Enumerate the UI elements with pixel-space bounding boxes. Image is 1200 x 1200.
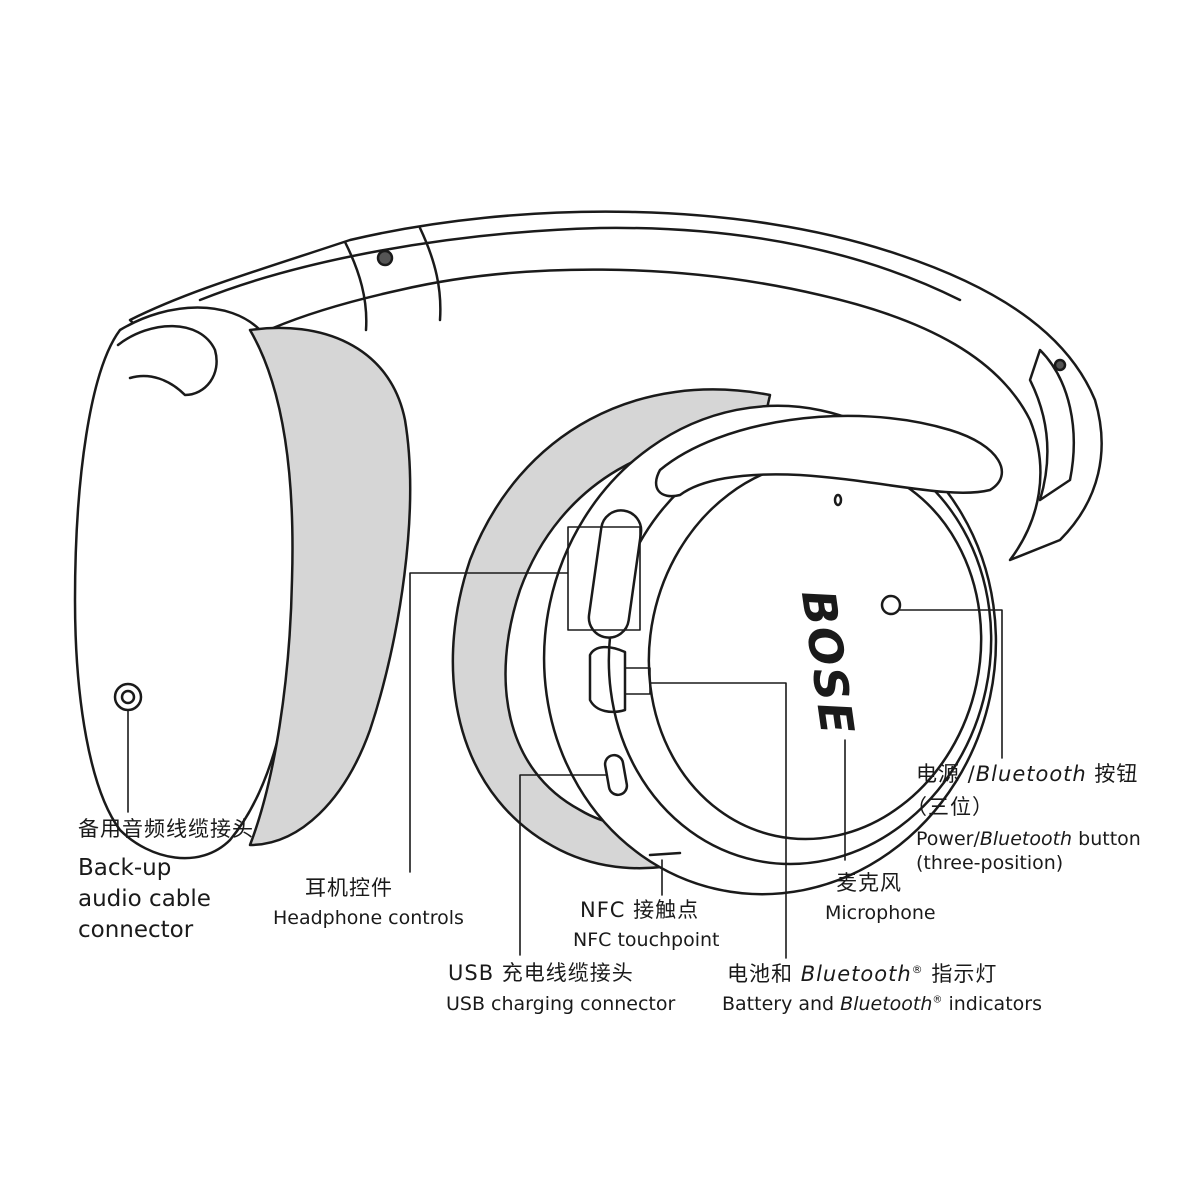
label-headphone-controls-zh: 耳机控件 [305, 876, 393, 900]
label-power-bt-en: Power/Bluetooth button [916, 828, 1141, 851]
label-power-bt-zh-pre: 电源 / [916, 762, 976, 786]
microphone-hole [833, 493, 843, 507]
leader-headphone-controls [409, 526, 641, 873]
right-earcup-yoke [654, 414, 1003, 498]
backup-cable-jack [113, 682, 143, 712]
label-backup-cable-en-line2: audio cable [78, 886, 211, 912]
left-earcup-cushion [248, 326, 412, 847]
label-power-bt-zh-line2: （三位） [906, 795, 994, 819]
headband-joint [343, 226, 442, 332]
headband [128, 210, 1103, 562]
label-battery-bt-en: Battery and Bluetooth® indicators [722, 993, 1042, 1016]
label-backup-cable-en-line3: connector [78, 917, 194, 943]
nfc-touchpoint-shape [648, 851, 682, 857]
usb-port [603, 753, 629, 797]
label-battery-bt-en-pre: Battery and [722, 993, 841, 1015]
leader-power-bluetooth [899, 609, 1003, 759]
backup-cable-jack-inner [120, 689, 136, 705]
headphone-control-strip [587, 509, 643, 639]
label-battery-bt-en-post: indicators [942, 993, 1042, 1015]
headband-inner-edge [198, 226, 962, 302]
leader-usb [519, 774, 608, 956]
label-backup-cable-en: Back-up audio cable connector [78, 853, 211, 946]
left-earcup-yoke [116, 324, 218, 397]
label-power-bt-en-post: button [1072, 828, 1141, 850]
leader-battery-bluetooth [624, 667, 787, 959]
label-power-bt-en-pre: Power/ [916, 828, 980, 850]
label-nfc-zh: NFC 接触点 [580, 898, 700, 922]
label-battery-bt-en-reg: ® [932, 994, 943, 1006]
label-power-bt-en-line2: (three-position) [916, 852, 1064, 874]
label-battery-bt-zh-pre: 电池和 [727, 962, 801, 986]
left-earcup-shell [73, 306, 303, 860]
label-power-bt-zh-italic: Bluetooth [975, 762, 1087, 786]
headband-right-screw [1053, 358, 1067, 372]
power-bluetooth-button [880, 594, 902, 616]
label-battery-bt-zh-reg: ® [911, 963, 924, 976]
label-battery-bt-zh-italic: Bluetooth [800, 962, 912, 986]
label-battery-bt-en-italic: Bluetooth [840, 993, 933, 1015]
label-power-bt-en-italic: Bluetooth [979, 828, 1073, 850]
label-backup-cable-zh: 备用音频线缆接头 [78, 817, 254, 841]
label-battery-bt-zh-post: 指示灯 [923, 962, 998, 986]
label-microphone-en: Microphone [825, 902, 936, 924]
headband-right-pad [1028, 348, 1075, 502]
label-usb-zh: USB 充电线缆接头 [448, 961, 634, 985]
headband-screw [376, 249, 394, 267]
label-usb-en: USB charging connector [446, 993, 676, 1015]
label-backup-cable-en-line1: Back-up [78, 855, 172, 881]
right-earcup-shell [542, 404, 998, 896]
indicator-panel [588, 645, 627, 714]
label-battery-bt-zh: 电池和 Bluetooth® 指示灯 [727, 962, 997, 987]
label-nfc-en: NFC touchpoint [573, 929, 720, 951]
label-microphone-zh: 麦克风 [836, 871, 902, 895]
label-power-bt-zh-post: 按钮 [1086, 762, 1139, 786]
label-power-bt-zh: 电源 /Bluetooth 按钮 [916, 762, 1138, 787]
label-headphone-controls-en: Headphone controls [273, 907, 464, 929]
